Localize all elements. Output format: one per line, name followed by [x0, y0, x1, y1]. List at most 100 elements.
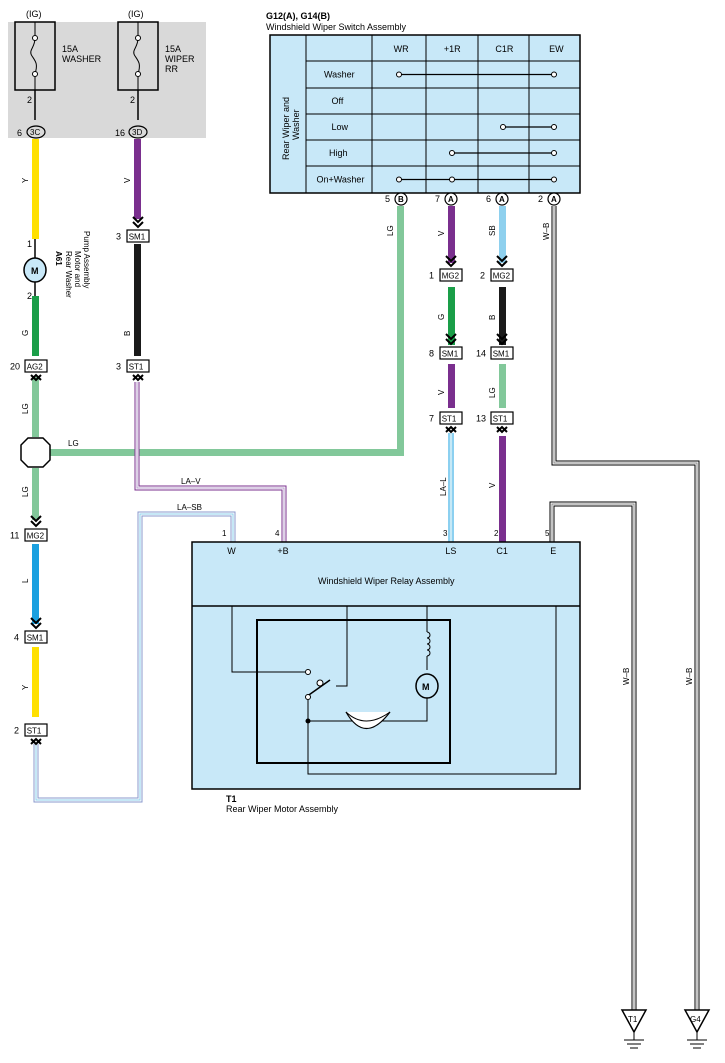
wire-lg-lower: [32, 468, 39, 520]
connector-pin: 3: [116, 232, 121, 242]
connector-name: ST1: [493, 415, 508, 424]
switch-pin-number: 2: [538, 194, 543, 204]
pump-name-3: Pump Assembly: [82, 231, 91, 288]
wire-v-switch: [448, 206, 455, 263]
connector-pin: 20: [10, 362, 20, 372]
fuse-wiper-name-1: WIPER: [165, 54, 195, 64]
switch-col-1: +1R: [444, 44, 461, 54]
wire-lg-lower-label: LG: [21, 486, 30, 497]
motor-assy-title: Rear Wiper Motor Assembly: [226, 804, 339, 814]
relay-terminal-name: W: [227, 546, 236, 556]
relay-terminal-pin: 3: [443, 529, 448, 538]
wire-lg-mid: [499, 364, 506, 408]
switch-col-0: WR: [394, 44, 409, 54]
fuse-wiper-supply: (IG): [128, 9, 144, 19]
wire-y-label: Y: [21, 684, 30, 690]
wire-lg-switch-label: LG: [386, 225, 395, 236]
connector-name: MG2: [27, 532, 45, 541]
relay-terminal-c1: 2C1: [494, 529, 508, 556]
pump-name-2: Motor and: [73, 251, 82, 287]
relay-terminal-pin: 4: [275, 529, 280, 538]
wire-y: [32, 647, 39, 717]
wire-y-top-label: Y: [21, 177, 30, 183]
switch-contact-icon: [305, 679, 331, 698]
switch-pin-conn: A: [551, 195, 557, 204]
wire-v-low-label: V: [437, 389, 446, 395]
wire-lg-switch: [397, 206, 404, 456]
connector-name: SM1: [442, 350, 459, 359]
switch-col-3: EW: [549, 44, 564, 54]
junction-point: [20, 437, 51, 468]
switch-side-label-1: Rear Wiper and: [281, 97, 291, 160]
fuse-washer-supply: (IG): [26, 9, 42, 19]
conn-3d: 16 3D: [115, 125, 148, 139]
connector-pin: 4: [14, 633, 19, 643]
wire-la-sb-label: LA–SB: [177, 503, 202, 512]
relay-terminal-name: LS: [445, 546, 456, 556]
connector-pin: 14: [476, 349, 486, 359]
switch-pin-number: 6: [486, 194, 491, 204]
cam-icon: [345, 711, 391, 729]
wire-lg-junction-label: LG: [68, 439, 79, 448]
wire-lg-mid-label: LG: [488, 387, 497, 398]
pump-name-1: Rear Washer: [64, 251, 73, 298]
wire-b: [134, 244, 141, 356]
connector-name: MG2: [442, 272, 460, 281]
connector-pin: 7: [429, 414, 434, 424]
switch-side-label-2: Washer: [291, 109, 301, 140]
switch-row-1: Off: [332, 96, 344, 106]
switch-row-4: On+Washer: [317, 175, 365, 185]
connector-name: ST1: [129, 363, 144, 372]
wire-v-switch-label: V: [437, 230, 446, 236]
wire-lg-left-label: LG: [21, 403, 30, 414]
wire-l-label: L: [21, 578, 30, 583]
fuse-washer: (IG) 15A WASHER 2: [14, 9, 102, 120]
motor-icon: [23, 257, 47, 283]
relay-terminal-name: C1: [496, 546, 508, 556]
wiper-motor-symbol: M: [422, 682, 430, 692]
wire-sb: [499, 206, 506, 263]
connector-sm1_sb: SM1 14: [476, 333, 514, 360]
relay-terminal-ls: 3LS: [443, 529, 456, 556]
wire-v-bottom: [499, 436, 506, 542]
wire-b-label: B: [123, 331, 132, 336]
ground-t1: T1: [620, 1009, 648, 1049]
wire-g-mid-label: G: [437, 314, 446, 320]
wire-wb-2-label: W–B: [542, 223, 551, 240]
connector-name: ST1: [442, 415, 457, 424]
relay-terminal-pin: 5: [545, 529, 550, 538]
wire-v-bottom-label: V: [488, 482, 497, 488]
switch-row-0: Washer: [324, 70, 355, 80]
pump-motor-symbol: M: [31, 266, 39, 276]
motor-assy-id: T1: [226, 794, 237, 804]
wire-g-pump: [32, 296, 39, 356]
relay-terminal-pin: 1: [222, 529, 227, 538]
relay-terminal-name: E: [550, 546, 556, 556]
wire-g-pump-label: G: [21, 330, 30, 336]
conn-3c-pin: 6: [17, 128, 22, 138]
connector-name: SM1: [493, 350, 510, 359]
wire-b-mid: [499, 287, 506, 345]
connector-pin: 2: [480, 271, 485, 281]
connector-name: ST1: [27, 727, 42, 736]
fuse-washer-name: WASHER: [62, 54, 102, 64]
switch-pin-conn: A: [499, 195, 505, 204]
wire-lg-junction: [48, 449, 401, 456]
fuse-washer-pin: 2: [27, 95, 32, 105]
wire-wb-2-label-lower: W–B: [685, 668, 694, 685]
relay-terminal-name: +B: [277, 546, 288, 556]
conn-3c-label: 3C: [30, 128, 40, 137]
wire-l: [32, 544, 39, 624]
wire-v-top: [134, 139, 141, 219]
wire-la-l-label: LA–L: [439, 477, 448, 496]
